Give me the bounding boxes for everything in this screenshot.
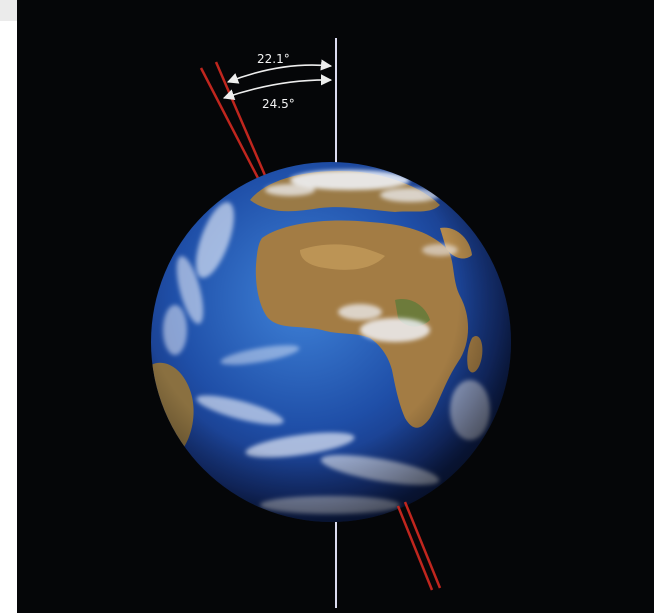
- max-tilt-label: 24.5°: [262, 97, 295, 111]
- earth-globe-icon: [151, 162, 511, 522]
- tilted-axis-inner-lower: [403, 501, 442, 589]
- tilted-axis-outer-lower: [396, 505, 434, 591]
- tilted-axis-inner: [214, 61, 269, 181]
- tilted-axis-outer: [199, 67, 262, 183]
- max-tilt-arc-arrow: [222, 74, 333, 101]
- corner-tab: [0, 0, 17, 21]
- current-tilt-label: 22.1°: [257, 52, 290, 66]
